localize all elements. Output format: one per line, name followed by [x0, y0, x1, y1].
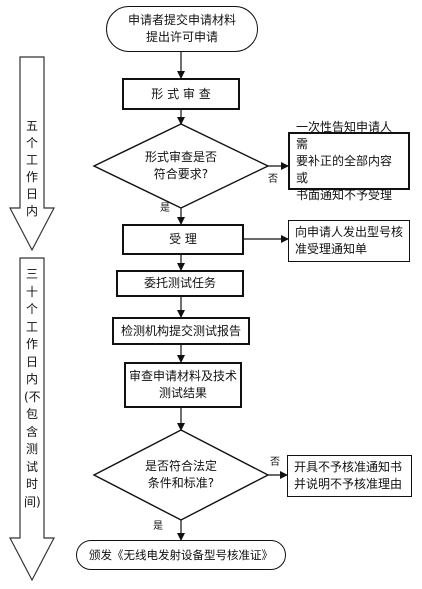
form-review-box: 形 式 审 查 — [122, 78, 240, 110]
technical-review-box: 审查申请材料及技术 测试结果 — [124, 362, 242, 408]
label-no-2: 否 — [270, 457, 280, 468]
timeline-arrow-phase-2 — [9, 257, 55, 582]
test-report-box: 检测机构提交测试报告 — [112, 317, 250, 345]
label-no-1: 否 — [268, 174, 278, 185]
reject-1-box: 一次性告知申请人需 要补正的全部内容或 书面通知不予受理 — [288, 120, 410, 202]
label-yes-2: 是 — [153, 521, 163, 532]
decision-1-text: 形式审查是否 符合要求? — [144, 150, 217, 181]
timeline-arrow-phase-1 — [9, 56, 55, 252]
timeline-phase-2-text: 三十个工作日内(不包含测试时间) — [24, 267, 41, 509]
label-yes-1: 是 — [160, 203, 170, 214]
commission-box: 委托测试任务 — [116, 270, 244, 297]
issue-node: 颁发《无线电发射设备型号核准证》 — [76, 540, 286, 570]
decision-2-text: 是否符合法定 条件和标准? — [144, 459, 217, 490]
timeline-phase-1-text: 五个工作日内 — [25, 119, 38, 218]
start-node: 申请者提交申请材料 提出许可申请 — [106, 6, 258, 52]
accept-notice-box: 向申请人发出型号核 准受理通知单 — [288, 220, 410, 262]
reject-2-box: 开具不予核准通知书 并说明不予核准理由 — [287, 455, 412, 497]
accept-box: 受 理 — [122, 224, 244, 255]
